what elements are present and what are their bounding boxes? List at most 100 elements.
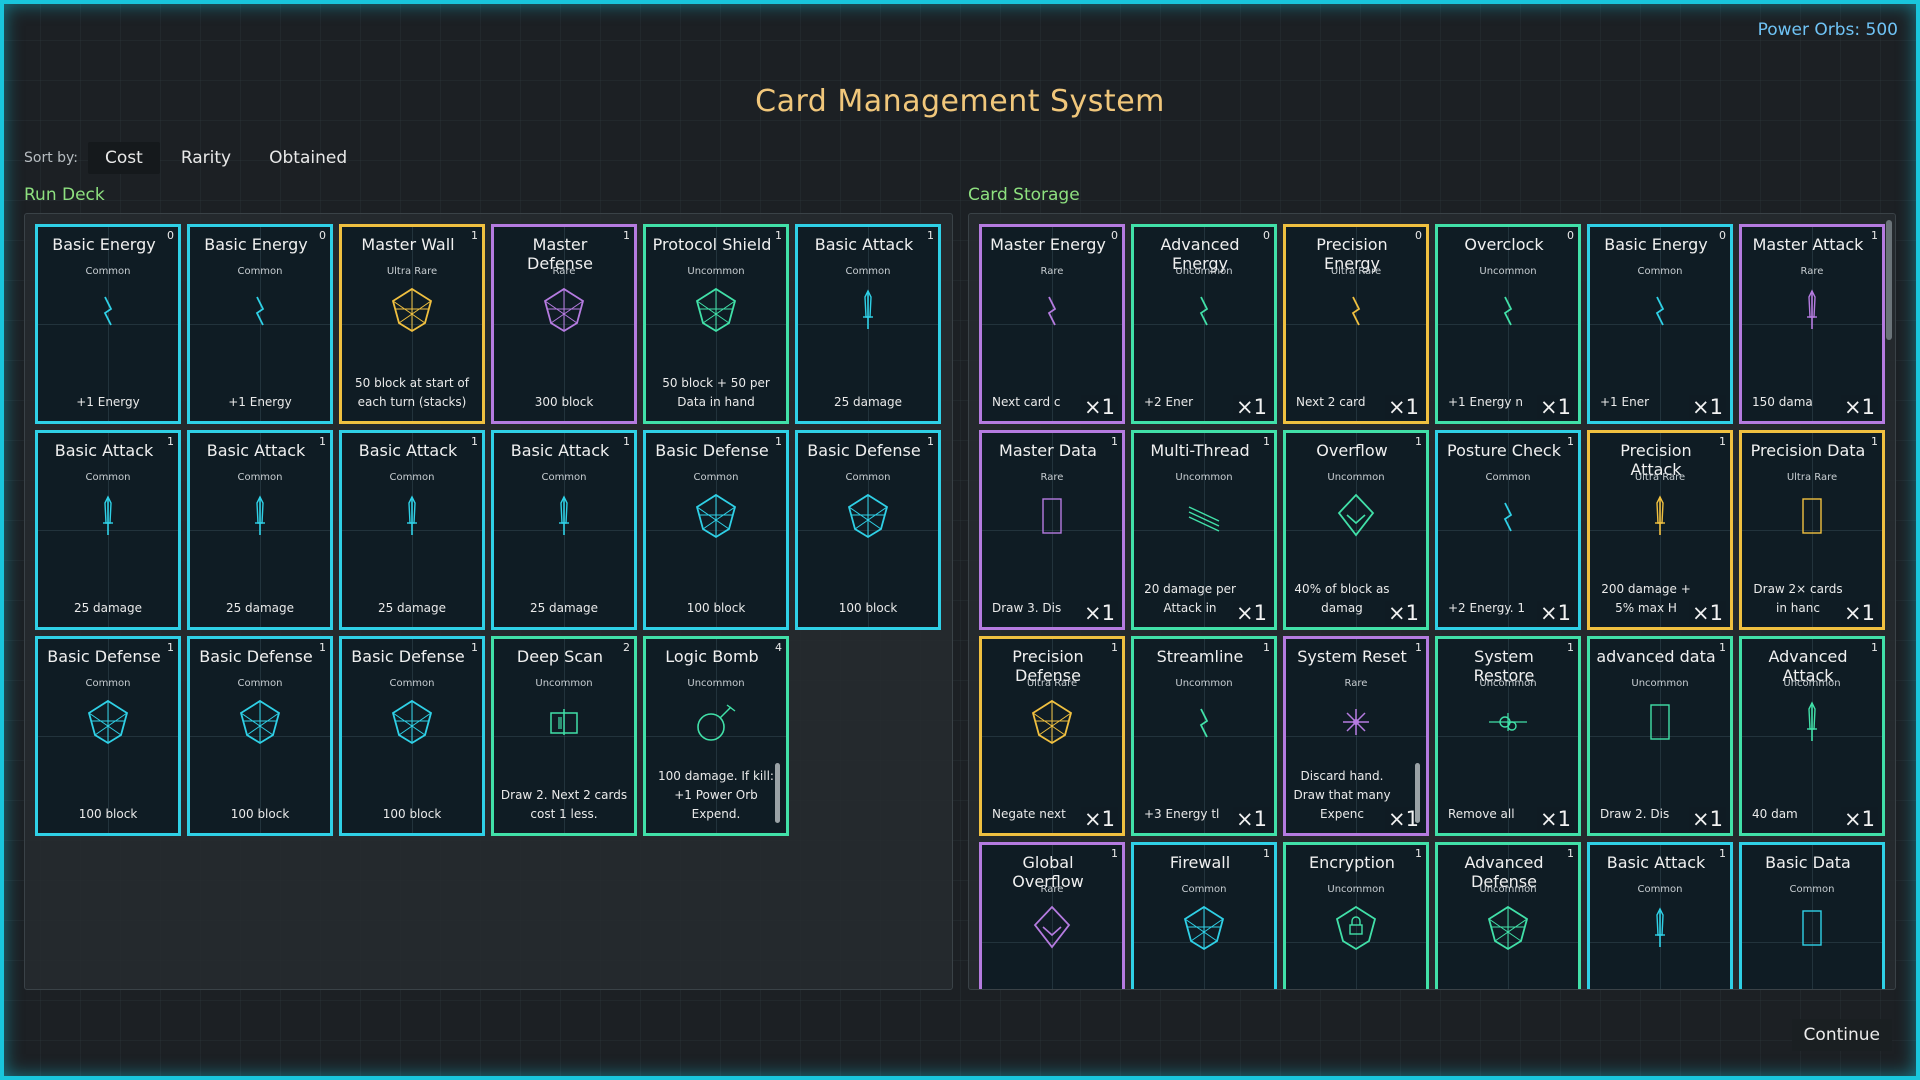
sort-obtained-button[interactable]: Obtained [269, 148, 348, 168]
card-description: Draw 2. Next 2 cards cost 1 less. [500, 788, 628, 821]
continue-button[interactable]: Continue [1791, 1019, 1892, 1051]
card-rarity: Uncommon [687, 678, 745, 689]
shield-icon [385, 283, 439, 337]
card-cost: 1 [1415, 641, 1422, 654]
card-rarity: Rare [1040, 884, 1064, 895]
card-rarity: Common [1637, 884, 1683, 895]
storage-scrollbar[interactable] [1886, 220, 1892, 340]
card-quantity: ×1 [1537, 601, 1574, 625]
card-name: Streamline [1156, 647, 1244, 666]
card-description: 200 damage + 5% max H [1601, 582, 1691, 615]
card-description: 25 damage [73, 601, 143, 615]
card-description: Remove all [1448, 807, 1515, 821]
card-rarity: Common [1485, 472, 1531, 483]
data-icon [1633, 695, 1687, 749]
card-description-scrollbar[interactable] [1415, 763, 1420, 823]
card-description: Discard hand. Draw that many Expenc [1293, 769, 1391, 821]
card-guide-line [1356, 639, 1357, 833]
card-cost: 1 [1415, 847, 1422, 860]
card-guide-line [1052, 227, 1053, 421]
sort-rarity-button[interactable]: Rarity [180, 148, 232, 168]
card-cost: 1 [1263, 641, 1270, 654]
card-rarity: Ultra Rare [386, 266, 438, 277]
card-guide-line [1052, 433, 1053, 627]
card-guide-line [1204, 433, 1205, 627]
bomb-icon [689, 695, 743, 749]
card-cost: 1 [927, 435, 934, 448]
card-description: 25 damage [377, 601, 447, 615]
card-guide-line [494, 736, 634, 737]
card-guide-line [982, 324, 1122, 325]
card-guide-line [982, 530, 1122, 531]
card-name: Global Overflow [1012, 853, 1084, 891]
sort-label: Sort by: [24, 150, 79, 166]
card-cost: 1 [1719, 847, 1726, 860]
card-rarity: Rare [1344, 678, 1368, 689]
shield-icon [1177, 901, 1231, 955]
sort-cost-button[interactable]: Cost [88, 142, 160, 174]
card-guide-line [716, 639, 717, 833]
card-name: System Restore [1473, 647, 1535, 685]
card-name: advanced data [1596, 647, 1716, 666]
card-rarity: Common [1181, 884, 1227, 895]
card-rarity: Common [85, 678, 131, 689]
shield-icon [689, 489, 743, 543]
card-cost: 1 [1871, 229, 1878, 242]
card-description-scrollbar[interactable] [775, 763, 780, 823]
card-guide-line [1286, 942, 1426, 943]
sword-icon [233, 489, 287, 543]
card-guide-line [1438, 736, 1578, 737]
card-rarity: Uncommon [1175, 678, 1233, 689]
card-description: 150 dama [1752, 395, 1813, 409]
card-cost: 1 [1871, 641, 1878, 654]
card-name: Basic Defense [351, 647, 465, 666]
card-description: +1 Energy n [1448, 395, 1523, 409]
card-cost: 1 [167, 435, 174, 448]
card-rarity: Uncommon [1175, 472, 1233, 483]
card-name: Advanced Defense [1464, 853, 1544, 891]
